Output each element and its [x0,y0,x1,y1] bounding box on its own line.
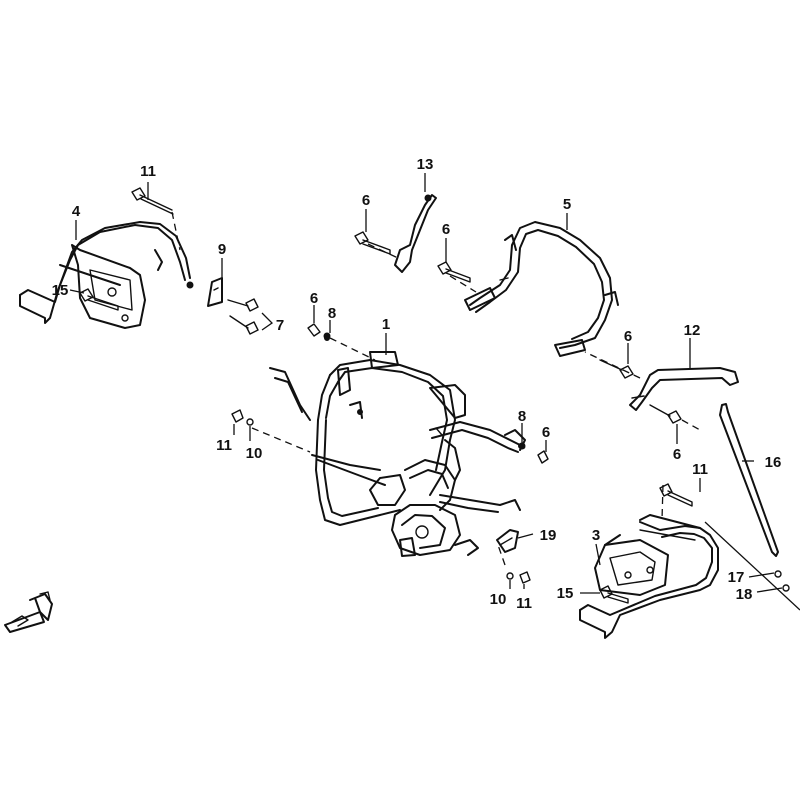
leader-3 [595,543,601,566]
clamp-bracket-9 [207,277,223,307]
callout-15-right: 15 [557,585,574,602]
left-dash-line [171,211,181,251]
callout-15-left: 15 [52,282,69,299]
stay-bracket-13 [394,194,437,273]
right-lower-guard [579,514,719,639]
washer-8-right [518,443,524,449]
callout-17: 17 [728,569,745,586]
callout-6-center-left: 6 [310,290,318,307]
callout-10-lower: 10 [490,591,507,608]
leader-17 [748,572,775,578]
callout-11-frame-left: 11 [216,437,232,454]
bolt-15-left [79,288,119,311]
dash-line-right-lower [681,419,701,431]
bolt-15-right [599,585,629,604]
nut-11-left [231,409,244,423]
callout-3: 3 [592,527,600,544]
leader-7 [261,312,274,331]
bolt-7 [227,298,259,335]
leader-18 [756,587,783,593]
leader-15-left [69,289,85,294]
callout-12: 12 [684,322,701,339]
callout-5: 5 [563,196,571,213]
dash-line-lower [497,544,506,566]
washer-8-left [324,335,330,341]
callout-6-top-left: 6 [362,192,370,209]
dash-line-top-left [367,243,399,259]
left-guard-bracket [19,221,194,329]
washer-10-lower [506,572,514,580]
washer-10-left [246,418,254,426]
callout-6-right-upper: 6 [624,328,632,345]
bolt-6-upper-mid [437,261,471,283]
callout-16: 16 [765,454,782,471]
brace-12 [629,367,739,411]
callout-8-center-left: 8 [328,305,336,322]
leader-19 [517,533,534,539]
callout-19: 19 [540,527,557,544]
callout-8-center-right: 8 [518,408,526,425]
callout-4: 4 [72,203,81,220]
left-mount-bolt-11 [131,187,174,215]
bolt-6-upper-left [354,231,391,255]
upper-guard-tube [464,221,619,357]
dash-line-left-10-11 [251,427,311,453]
bolt-6-right-lower [649,404,682,424]
bolt-11-right [659,483,693,507]
callout-11-left: 11 [140,163,156,180]
dash-line-center-right [584,351,641,379]
part-17-18 [774,570,790,592]
callout-9: 9 [218,241,226,258]
callout-18: 18 [736,586,753,603]
rod-16 [719,403,779,557]
nut-11-lower [519,571,531,584]
main-frame [269,351,526,557]
dash-line-frame-left [329,337,376,361]
callout-6-center-right: 6 [542,424,550,441]
callout-6-top-mid: 6 [442,221,450,238]
dash-line-top-mid [449,275,477,293]
callout-7: 7 [276,317,284,334]
callout-6-right-lower: 6 [673,446,681,463]
leader-right-guard-arc [704,521,800,611]
callout-10-frame-left: 10 [246,445,263,462]
bolt-6-right-upper [599,359,634,379]
callout-13: 13 [417,156,434,173]
callout-11-lower: 11 [516,595,532,612]
callout-11-right: 11 [692,461,708,478]
clip-19 [496,529,519,553]
front-arrow-icon [4,591,53,633]
dash-line-right-guard [661,484,664,521]
callout-1: 1 [382,316,390,333]
